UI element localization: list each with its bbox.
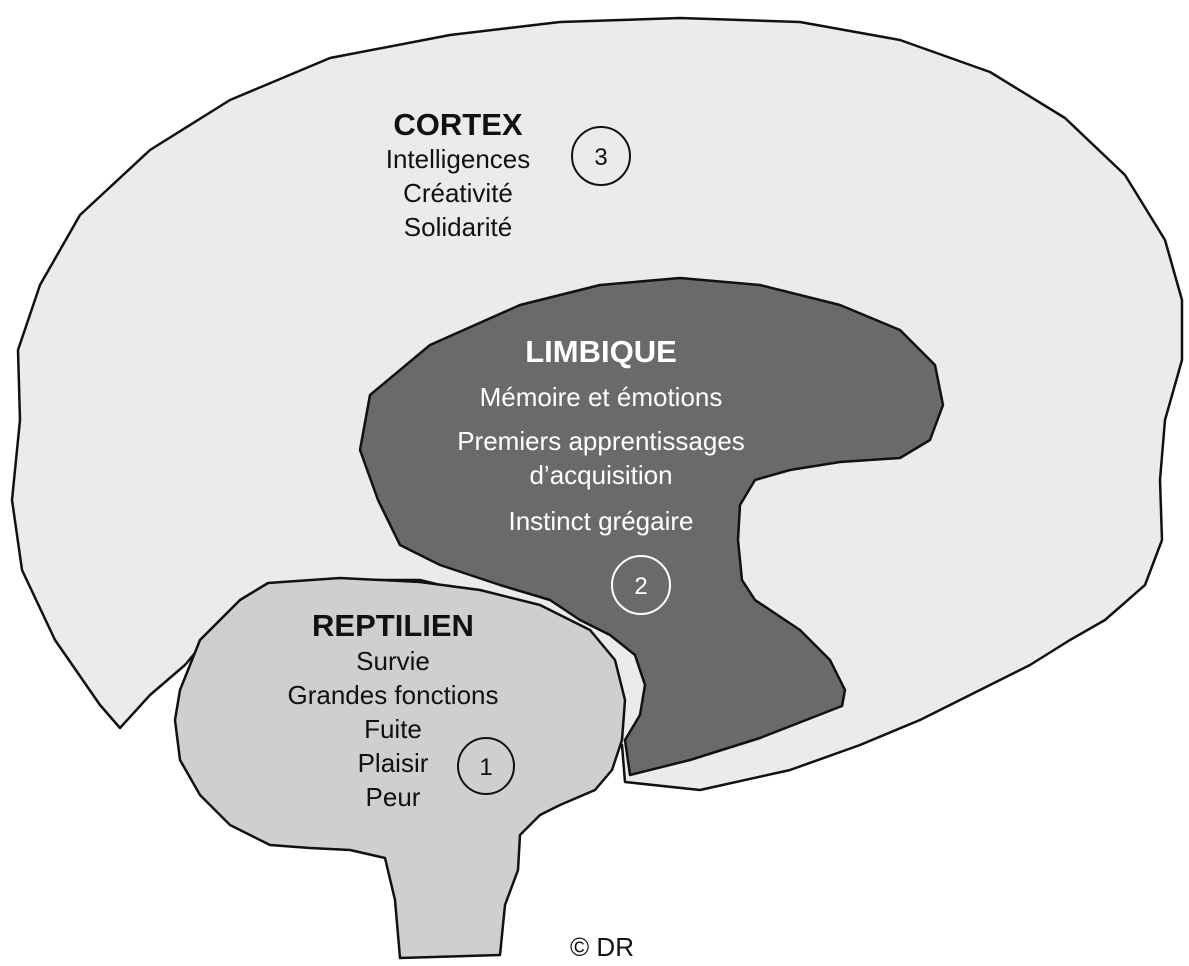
limbique-line: Premiers apprentissages — [457, 426, 745, 456]
reptilien-line: Plaisir — [358, 748, 429, 778]
cortex-line: Créativité — [403, 178, 513, 208]
limbique-line: Instinct grégaire — [509, 506, 694, 536]
cortex-title: CORTEX — [393, 107, 523, 142]
reptilien-line: Grandes fonctions — [287, 680, 498, 710]
reptilien-title: REPTILIEN — [312, 608, 474, 643]
limbique-line: d’acquisition — [529, 460, 672, 490]
reptilien-line: Fuite — [364, 714, 422, 744]
reptilien-number: 1 — [479, 754, 492, 781]
cortex-number: 3 — [594, 144, 607, 171]
cortex-line: Solidarité — [404, 212, 512, 242]
copyright-credit: © DR — [570, 932, 634, 962]
reptilien-line: Survie — [356, 646, 430, 676]
cortex-line: Intelligences — [386, 144, 531, 174]
limbique-title: LIMBIQUE — [525, 334, 677, 369]
limbique-line: Mémoire et émotions — [480, 382, 723, 412]
limbique-number: 2 — [634, 573, 647, 600]
reptilien-line: Peur — [366, 782, 421, 812]
